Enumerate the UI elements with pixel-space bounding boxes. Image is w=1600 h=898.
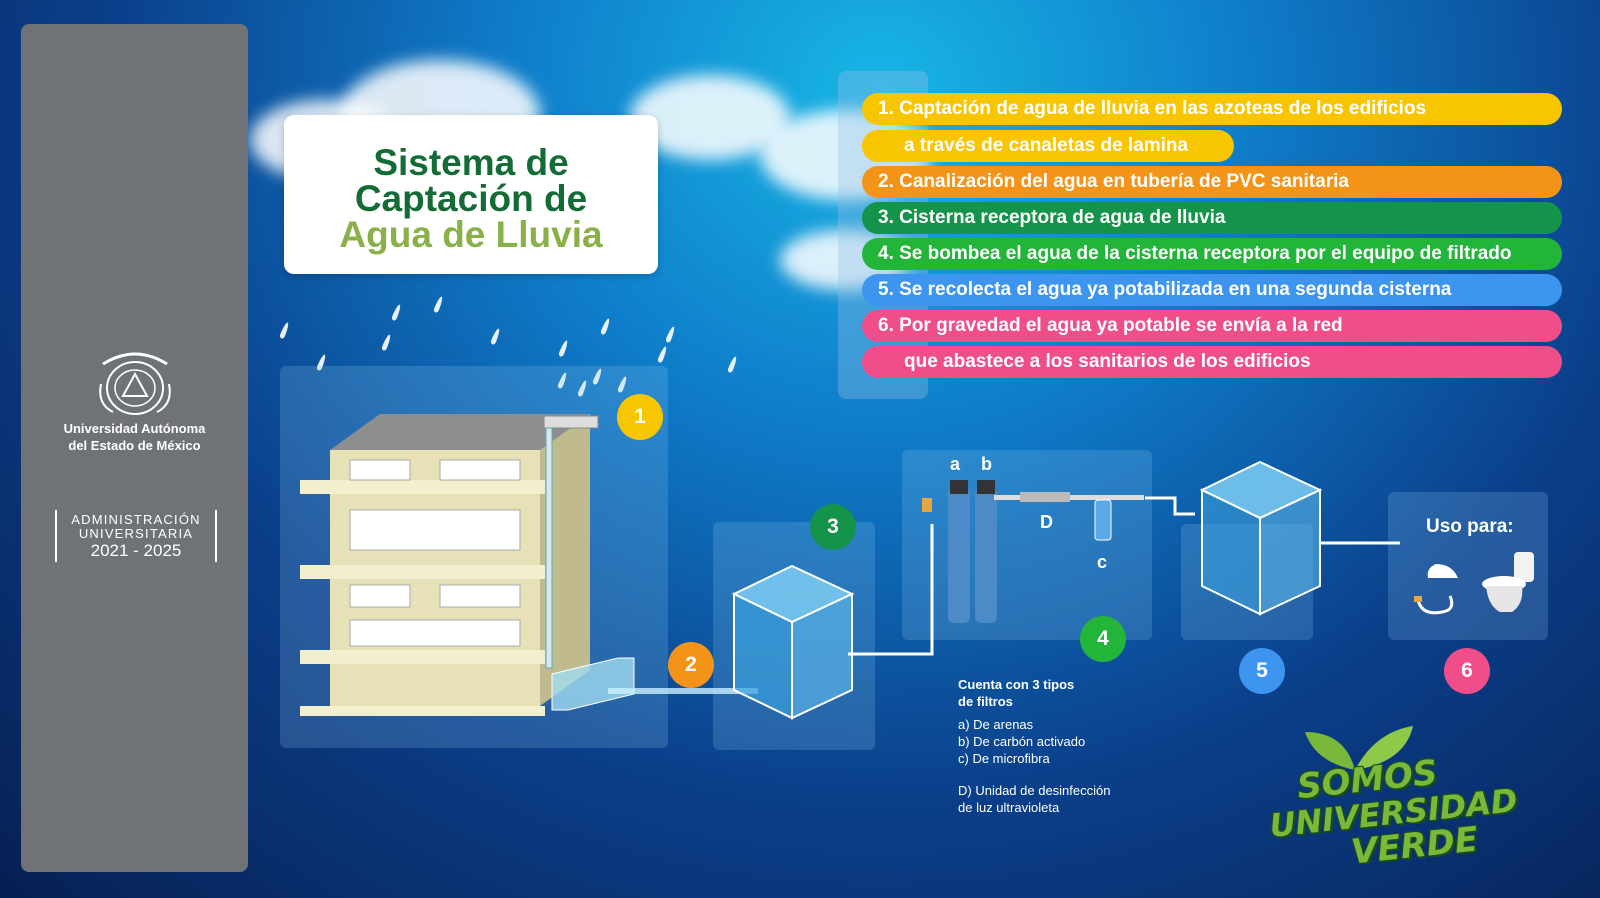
filter-item-a: a) De arenas — [958, 717, 1034, 732]
pipe-line — [848, 524, 934, 656]
filter-label-a: a — [950, 454, 961, 474]
filter-description-title1: Cuenta con 3 tipos — [958, 677, 1075, 692]
badge-step-3: 3 — [810, 504, 856, 550]
rain-drop — [599, 317, 612, 336]
badge-step-4: 4 — [1080, 616, 1126, 662]
badge-step-5: 5 — [1239, 648, 1285, 694]
step-3: 3. Cisterna receptora de agua de lluvia — [862, 202, 1562, 234]
rain-drop — [432, 295, 445, 314]
sink-icon — [1414, 564, 1458, 615]
filter-equipment-illustration — [922, 480, 1144, 623]
rain-drop — [557, 339, 570, 358]
rain-drop — [726, 355, 739, 374]
filter-panel — [902, 450, 1152, 640]
step-4: 4. Se bombea el agua de la cisterna rece… — [862, 238, 1562, 270]
filter-item-d-line1: D) Unidad de desinfección — [958, 783, 1111, 798]
filter-item-c: c) De microfibra — [958, 751, 1050, 766]
title-line1: Sistema de — [373, 142, 569, 183]
steps-backdrop — [838, 71, 928, 399]
filter-description: Cuenta con 3 tipos de filtros a) De aren… — [958, 676, 1158, 816]
university-name-line1: Universidad Autónoma — [63, 421, 206, 436]
badge-step-1: 1 — [617, 394, 663, 440]
badge-step-6: 6 — [1444, 648, 1490, 694]
leaf-icon — [1305, 726, 1413, 770]
administration-line1: ADMINISTRACIÓN — [71, 512, 201, 527]
filter-description-title2: de filtros — [958, 694, 1013, 709]
building-illustration — [300, 414, 599, 716]
badge-step-2: 2 — [668, 642, 714, 688]
university-seal-icon — [99, 352, 171, 415]
collection-tank-illustration — [551, 657, 758, 711]
step-2: 2. Canalización del agua en tubería de P… — [862, 166, 1562, 198]
rain-drop — [390, 303, 403, 322]
step-1-line2: a través de canaletas de lamina — [862, 130, 1234, 162]
filter-label-d: D — [1040, 512, 1053, 532]
receptor-cistern-illustration — [731, 564, 855, 720]
rain-drop — [489, 327, 502, 346]
filter-item-b: b) De carbón activado — [958, 734, 1086, 749]
administration-box: ADMINISTRACIÓN UNIVERSITARIA 2021 - 2025 — [55, 510, 217, 562]
sidebar: Universidad Autónoma del Estado de Méxic… — [21, 24, 248, 872]
toilet-icon — [1482, 552, 1534, 612]
administration-line2: UNIVERSITARIA — [78, 526, 194, 541]
step-5: 5. Se recolecta el agua ya potabilizada … — [862, 274, 1562, 306]
university-name: Universidad Autónoma del Estado de Méxic… — [21, 420, 248, 454]
rain-drop — [656, 345, 669, 364]
administration-label: ADMINISTRACIÓN UNIVERSITARIA — [57, 513, 215, 541]
step-6-line2: que abastece a los sanitarios de los edi… — [862, 346, 1562, 378]
title-line2: Captación de — [354, 178, 588, 219]
filter-label-b: b — [981, 454, 992, 474]
university-name-line2: del Estado de México — [68, 438, 201, 453]
title-card: Sistema de Captación de Agua de Lluvia — [284, 115, 658, 274]
administration-years: 2021 - 2025 — [90, 541, 182, 560]
usage-label: Uso para: — [1426, 516, 1514, 537]
rain-drop — [278, 321, 291, 340]
pipe-line — [1320, 541, 1400, 545]
step-1-line1: 1. Captación de agua de lluvia en las az… — [862, 93, 1562, 125]
title-line3: Agua de Lluvia — [339, 214, 603, 255]
potable-cistern-illustration — [1199, 460, 1323, 616]
filter-item-d-line2: de luz ultravioleta — [958, 800, 1060, 815]
rain-drop — [664, 325, 677, 344]
pipe-line — [1145, 496, 1195, 516]
rain-drop — [380, 333, 393, 352]
somos-universidad-verde-logo: SOMOS UNIVERSIDAD VERDE — [1265, 722, 1535, 873]
step-6-line1: 6. Por gravedad el agua ya potable se en… — [862, 310, 1562, 342]
filter-label-c: c — [1097, 552, 1108, 572]
